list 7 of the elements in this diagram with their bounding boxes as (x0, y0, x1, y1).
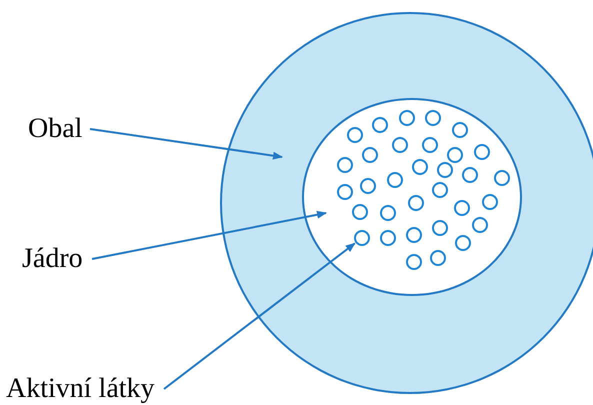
label-text: Jádro (22, 242, 88, 276)
leader-line (92, 210, 327, 260)
leader-line (90, 128, 283, 160)
label-text: Obal (28, 112, 86, 146)
leader-line (163, 242, 356, 390)
label-text: Aktivní látky (6, 372, 160, 405)
particle-circle (354, 230, 370, 246)
